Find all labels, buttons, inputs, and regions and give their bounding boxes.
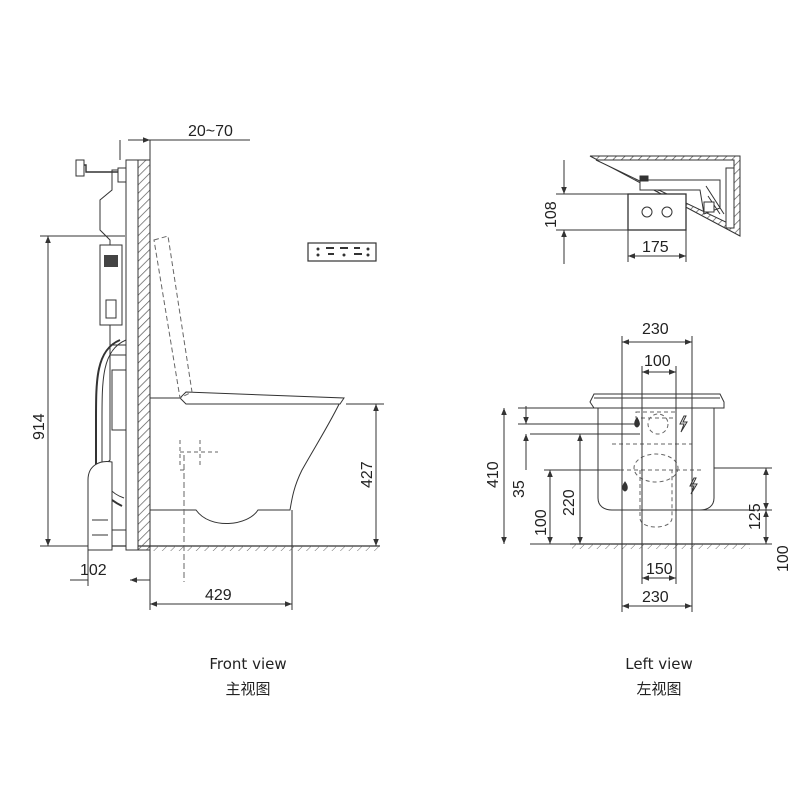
floor-hatch — [148, 546, 380, 551]
open-lid-dashed — [153, 235, 193, 399]
flush-panel — [307, 242, 377, 262]
dim-outlet-offset: 429 — [205, 587, 232, 604]
front-view-caption: Front view — [209, 655, 287, 673]
left-view — [501, 336, 772, 612]
dim-100-right: 100 — [775, 545, 792, 572]
dim-plate-width: 175 — [642, 239, 669, 256]
lightning-icon-bottom — [689, 477, 698, 495]
dim-frame-height: 914 — [31, 413, 48, 440]
dim-top-width: 230 — [642, 321, 669, 338]
dim-wall-gap: 20~70 — [188, 123, 233, 140]
floor-hatch-left — [572, 544, 750, 549]
dim-inner-top: 100 — [644, 353, 671, 370]
toilet-bowl — [149, 397, 343, 524]
dim-125: 125 — [747, 503, 764, 530]
dim-frame-depth: 102 — [80, 562, 107, 579]
dim-total-height: 410 — [485, 461, 502, 488]
seat-top — [589, 393, 725, 409]
flush-button-right — [661, 206, 673, 218]
plate-view — [556, 155, 741, 264]
waste-elbow — [87, 461, 113, 551]
water-drop-icon-bottom — [622, 481, 628, 492]
front-view-caption-zh: 主视图 — [225, 680, 271, 698]
bowl-body — [597, 407, 715, 511]
dim-220: 220 — [561, 489, 578, 516]
flush-plate — [627, 193, 687, 231]
water-drop-icon-top — [634, 417, 640, 428]
toilet-seat — [179, 391, 345, 405]
dim-bottom-width: 230 — [642, 589, 669, 606]
front-view — [40, 137, 384, 610]
dim-seat-height: 427 — [359, 461, 376, 488]
dim-plate-height: 108 — [543, 201, 560, 228]
installation-frame — [125, 159, 139, 551]
left-view-caption: Left view — [625, 655, 693, 673]
wall-panel — [137, 159, 151, 551]
dim-100-left: 100 — [533, 509, 550, 536]
dim-inner-bottom: 150 — [646, 561, 673, 578]
left-view-caption-zh: 左视图 — [636, 680, 682, 698]
flush-button-left — [641, 206, 653, 218]
lightning-icon-top — [679, 415, 688, 433]
dim-35: 35 — [511, 480, 528, 498]
